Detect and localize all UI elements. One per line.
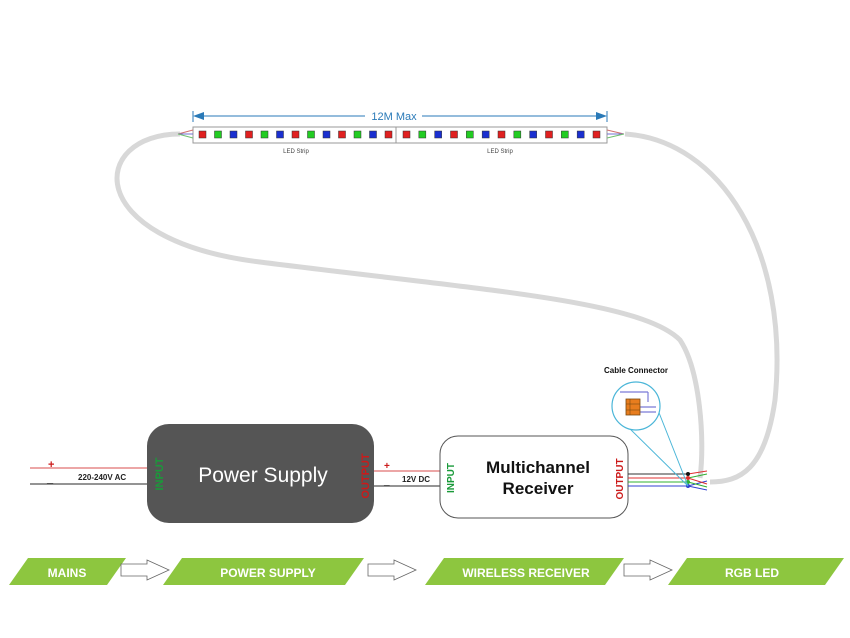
led-chip-red (291, 130, 300, 139)
power-supply-title: Power Supply (198, 464, 328, 487)
length-label: 12M Max (371, 111, 417, 123)
led-chip-blue (276, 130, 284, 139)
svg-text:POWER SUPPLY: POWER SUPPLY (220, 566, 316, 580)
dc-voltage: 12V DC (402, 475, 430, 484)
dc-minus: _ (383, 476, 390, 487)
led-strip-segment-1: LED Strip (192, 126, 397, 155)
receiver-output-wires (628, 470, 708, 491)
led-chip-red (245, 130, 253, 139)
led-chip-green (307, 130, 315, 139)
return-cable (114, 131, 705, 479)
dc-wiring: + _ 12V DC (374, 461, 441, 487)
receiver-output-label: OUTPUT (615, 458, 626, 499)
cable-connector-title: Cable Connector (604, 366, 668, 375)
led-chip-green (513, 130, 522, 139)
flow-arrow-icon (623, 559, 673, 581)
strip-lead-wires-left (177, 129, 194, 139)
led-chip-red (338, 130, 346, 139)
svg-text:MAINS: MAINS (48, 566, 87, 580)
led-chip-green (418, 130, 427, 139)
led-chip-blue (229, 130, 238, 139)
arrow-left-icon (193, 112, 204, 120)
led-strip-label: LED Strip (487, 149, 513, 155)
length-dimension: 12M Max (192, 111, 608, 123)
flow-arrow-icon (367, 559, 417, 581)
receiver-title-line1: Multichannel (486, 458, 590, 477)
led-chip-red (592, 130, 601, 139)
led-chip-red (402, 130, 411, 139)
power-supply-box: Power Supply INPUT OUTPUT (147, 424, 374, 523)
mains-wiring: + _ 220-240V AC (30, 459, 150, 485)
flow-arrow-icon (120, 559, 170, 581)
led-chip-red (198, 130, 207, 139)
led-chip-blue (529, 130, 537, 139)
led-strip-label: LED Strip (283, 149, 309, 155)
led-chip-red (384, 130, 393, 139)
flow-step-mains: MAINS (9, 558, 126, 585)
feed-cable (624, 131, 780, 485)
led-chip-red (497, 130, 506, 139)
led-chip-blue (576, 130, 585, 139)
mains-plus: + (48, 459, 54, 471)
led-chip-green (466, 130, 474, 139)
cable-connector-callout: Cable Connector (604, 366, 689, 487)
arrow-right-icon (596, 112, 607, 120)
power-supply-input-label: INPUT (154, 457, 166, 490)
led-strip-segment-2: LED Strip (395, 126, 608, 155)
power-supply-output-label: OUTPUT (360, 453, 372, 499)
mains-voltage: 220-240V AC (78, 473, 126, 482)
led-chip-red (545, 130, 553, 139)
receiver-input-label: INPUT (446, 463, 457, 493)
mains-minus: _ (46, 473, 54, 485)
led-chip-blue (369, 130, 377, 139)
led-chip-blue (481, 130, 490, 139)
led-chip-green (561, 130, 569, 139)
svg-text:RGB LED: RGB LED (725, 566, 779, 580)
flow-step-power-supply: POWER SUPPLY (163, 558, 364, 585)
dc-plus: + (384, 461, 390, 472)
strip-lead-wires-right (606, 129, 625, 139)
led-chip-green (214, 130, 222, 139)
connector-block-icon (625, 398, 641, 416)
flow-step-wireless-receiver: WIRELESS RECEIVER (425, 558, 624, 585)
receiver-title-line2: Receiver (503, 479, 574, 498)
led-chip-green (353, 130, 362, 139)
svg-text:WIRELESS RECEIVER: WIRELESS RECEIVER (462, 566, 590, 580)
led-chip-red (450, 130, 458, 139)
flow-step-rgb-led: RGB LED (668, 558, 844, 585)
flow-bar: MAINS POWER SUPPLY WIRELESS RECEIVER RGB… (9, 558, 844, 585)
receiver-box: Multichannel Receiver INPUT OUTPUT (439, 435, 629, 519)
led-chip-green (260, 130, 269, 139)
led-chip-blue (322, 130, 331, 139)
led-chip-blue (434, 130, 442, 139)
